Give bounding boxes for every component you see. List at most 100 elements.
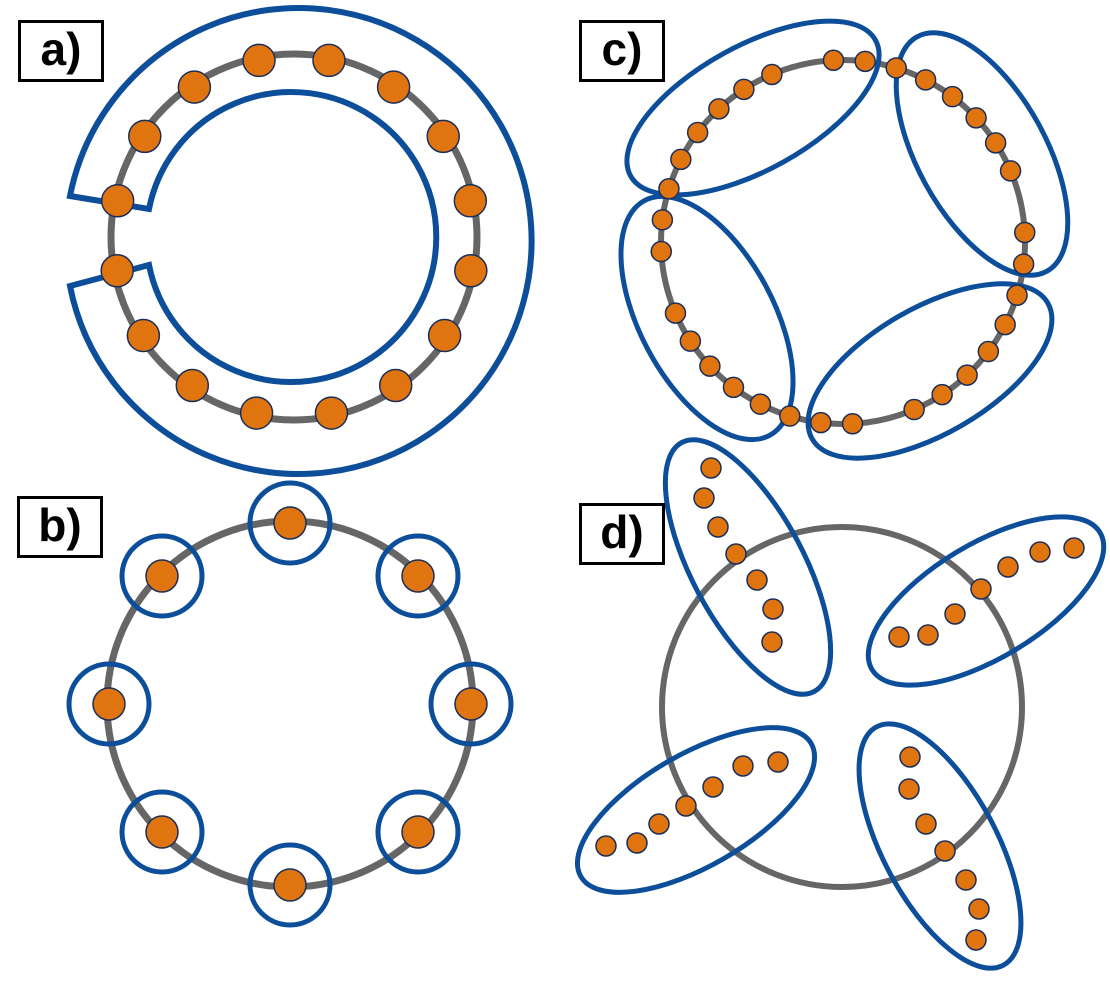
bead bbox=[968, 898, 990, 920]
bead bbox=[749, 393, 772, 415]
panel-d bbox=[574, 437, 1107, 971]
bead bbox=[1063, 537, 1085, 559]
bead bbox=[915, 813, 937, 835]
bead bbox=[931, 383, 953, 406]
bead bbox=[914, 69, 937, 91]
bead bbox=[664, 302, 687, 324]
panel-d-enclosure-top-right bbox=[865, 514, 1107, 688]
bead bbox=[273, 868, 307, 902]
bead bbox=[761, 631, 783, 653]
bead bbox=[885, 57, 907, 79]
bead bbox=[888, 626, 910, 648]
bead-enclosure-ring bbox=[247, 842, 333, 928]
bead bbox=[997, 556, 1019, 578]
bead bbox=[1014, 221, 1036, 244]
bead bbox=[984, 132, 1007, 154]
bead bbox=[454, 687, 488, 721]
bead bbox=[401, 815, 435, 849]
bead bbox=[626, 832, 648, 854]
bead bbox=[1006, 284, 1028, 306]
bead bbox=[1029, 541, 1051, 563]
bead bbox=[965, 929, 987, 951]
panel-a bbox=[66, 5, 535, 477]
panel-d-enclosure-bottom-left bbox=[574, 725, 818, 895]
panel-c-enclosure-top-right bbox=[893, 30, 1071, 278]
bead bbox=[175, 368, 210, 403]
panel-a-backbone-ring bbox=[107, 50, 481, 424]
bead bbox=[762, 598, 784, 620]
bead bbox=[100, 184, 135, 218]
bead bbox=[994, 313, 1016, 336]
bead bbox=[779, 405, 801, 427]
bead bbox=[312, 43, 346, 78]
panel-d-enclosure-top-left bbox=[662, 437, 834, 697]
bead bbox=[699, 355, 721, 377]
bead bbox=[999, 160, 1022, 182]
bead bbox=[903, 398, 925, 421]
bead bbox=[746, 569, 768, 591]
panel-c-label: c) bbox=[579, 20, 665, 82]
bead bbox=[693, 487, 715, 509]
bead bbox=[725, 543, 747, 565]
bead bbox=[965, 107, 987, 129]
bead bbox=[427, 318, 462, 353]
bead bbox=[686, 121, 709, 144]
bead bbox=[100, 253, 134, 288]
panel-d-backbone-ring bbox=[659, 524, 1025, 890]
bead-enclosure-ring bbox=[119, 789, 205, 875]
bead bbox=[675, 795, 697, 817]
bead bbox=[242, 43, 276, 78]
bead bbox=[145, 815, 179, 849]
bead bbox=[970, 578, 992, 600]
bead-enclosure-ring bbox=[375, 533, 461, 619]
bead bbox=[658, 178, 680, 200]
bead bbox=[1012, 253, 1035, 275]
bead bbox=[670, 148, 692, 171]
bead bbox=[126, 318, 161, 353]
bead bbox=[92, 687, 126, 721]
bead bbox=[733, 78, 755, 101]
bead bbox=[767, 751, 789, 773]
bead bbox=[679, 330, 702, 352]
panel-b bbox=[66, 480, 514, 928]
bead bbox=[702, 776, 724, 798]
bead bbox=[899, 746, 921, 768]
bead bbox=[956, 364, 978, 386]
bead-enclosure-ring bbox=[247, 480, 333, 566]
bead bbox=[454, 253, 488, 288]
bead bbox=[314, 396, 349, 430]
bead bbox=[944, 603, 966, 625]
bead bbox=[722, 376, 745, 399]
bead bbox=[854, 50, 876, 73]
bead bbox=[841, 413, 864, 435]
bead bbox=[453, 184, 488, 218]
bead bbox=[977, 340, 1000, 363]
panel-d-label: d) bbox=[579, 503, 665, 565]
bead bbox=[426, 119, 460, 154]
bead bbox=[128, 119, 162, 154]
bead bbox=[177, 70, 212, 104]
bead bbox=[273, 506, 307, 540]
bead-enclosure-ring bbox=[119, 533, 205, 619]
bead bbox=[955, 869, 977, 891]
bead bbox=[145, 559, 179, 593]
panel-d-enclosure-bottom-right bbox=[856, 721, 1024, 971]
bead bbox=[810, 411, 832, 434]
bead bbox=[239, 396, 274, 430]
bead-enclosure-ring bbox=[428, 661, 514, 747]
bead bbox=[707, 516, 729, 538]
panel-c-enclosure-top-left bbox=[624, 18, 882, 198]
bead bbox=[648, 813, 670, 835]
bead bbox=[941, 85, 964, 108]
bead bbox=[732, 755, 754, 777]
panel-c-enclosure-bottom-left bbox=[618, 193, 796, 443]
bead bbox=[376, 70, 411, 104]
bead bbox=[898, 778, 920, 800]
panel-b-label: b) bbox=[17, 496, 103, 558]
bead bbox=[651, 209, 674, 231]
bead bbox=[761, 63, 783, 86]
bead bbox=[708, 98, 730, 120]
bead-enclosure-ring bbox=[375, 789, 461, 875]
panel-c bbox=[618, 18, 1071, 461]
